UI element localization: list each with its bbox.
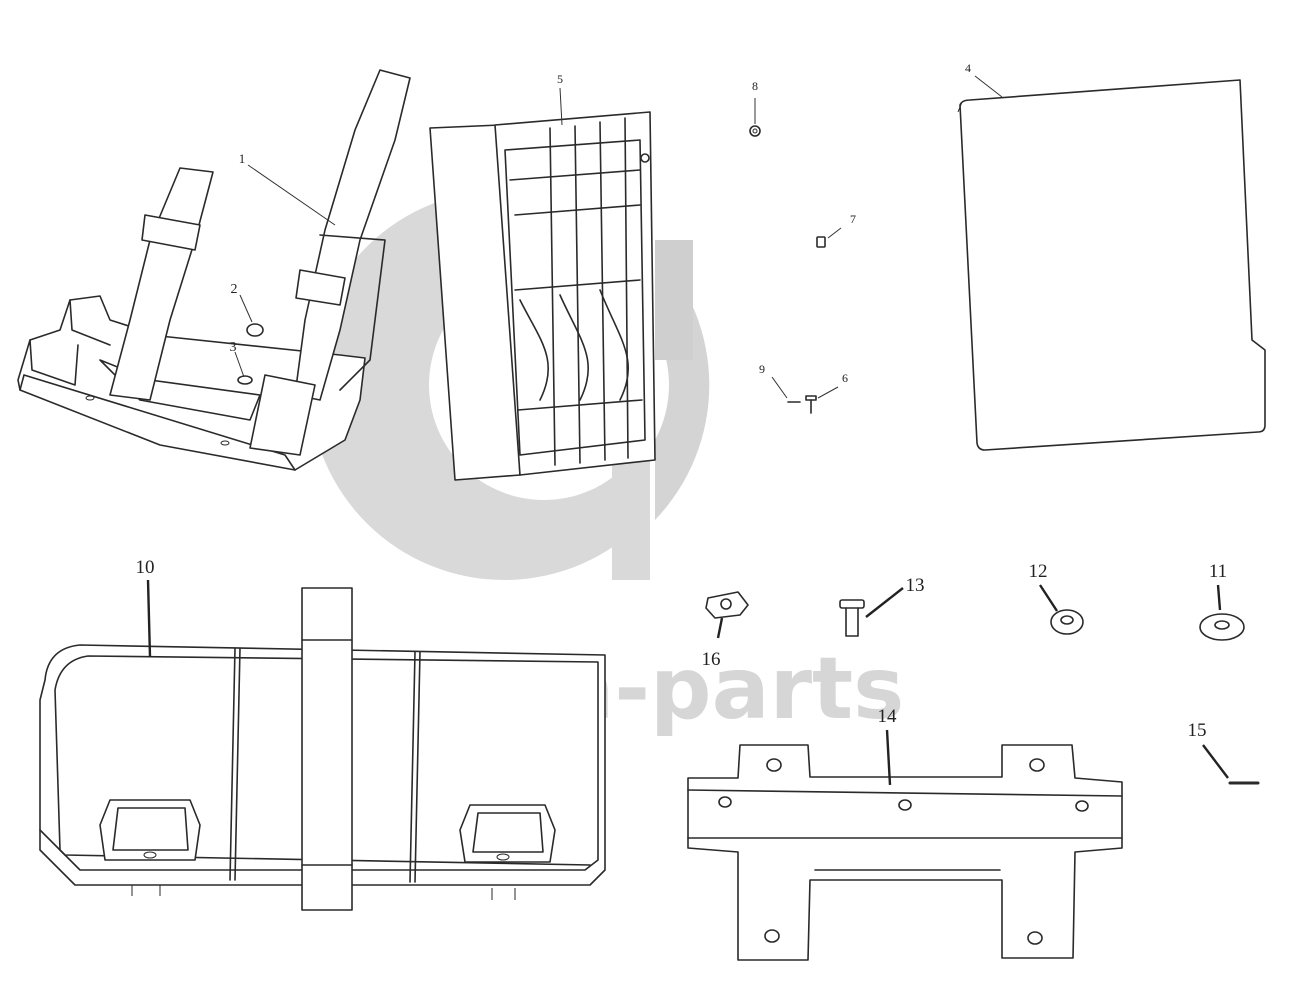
callout-10: 10 [136,557,155,578]
callout-2: 2 [231,282,238,297]
callout-12: 12 [1029,561,1048,582]
part-13-bolt [839,587,904,637]
part-5-grille-panel [429,87,656,481]
part-7-clip [816,227,842,248]
callout-15: 15 [1188,720,1207,741]
part-16-clip-nut [705,591,749,639]
part-11-flat-washer [1199,584,1245,641]
part-6-screw [805,386,839,414]
callout-6: 6 [842,371,848,385]
callout-14: 14 [878,706,898,727]
callout-4: 4 [965,61,971,75]
callout-11: 11 [1209,561,1227,582]
callout-5: 5 [557,72,563,86]
part-4-flat-panel [957,75,1266,451]
callout-1: 1 [239,151,246,166]
part-1-strap-bracket [17,69,411,471]
callout-16: 16 [702,649,721,670]
part-10-tank [39,579,606,911]
callout-7: 7 [850,212,856,226]
part-15-pin [1202,744,1260,785]
callout-9: 9 [759,362,765,376]
part-9-pin [771,376,801,403]
callout-8: 8 [752,79,758,93]
part-12-washer [1038,584,1084,635]
callout-3: 3 [230,340,237,355]
callout-labels: 1 2 3 4 5 6 7 8 9 10 11 12 13 14 15 16 [136,61,1228,741]
part-14-mounting-plate [687,729,1123,961]
part-8-nut [749,98,761,137]
callout-13: 13 [906,575,925,596]
